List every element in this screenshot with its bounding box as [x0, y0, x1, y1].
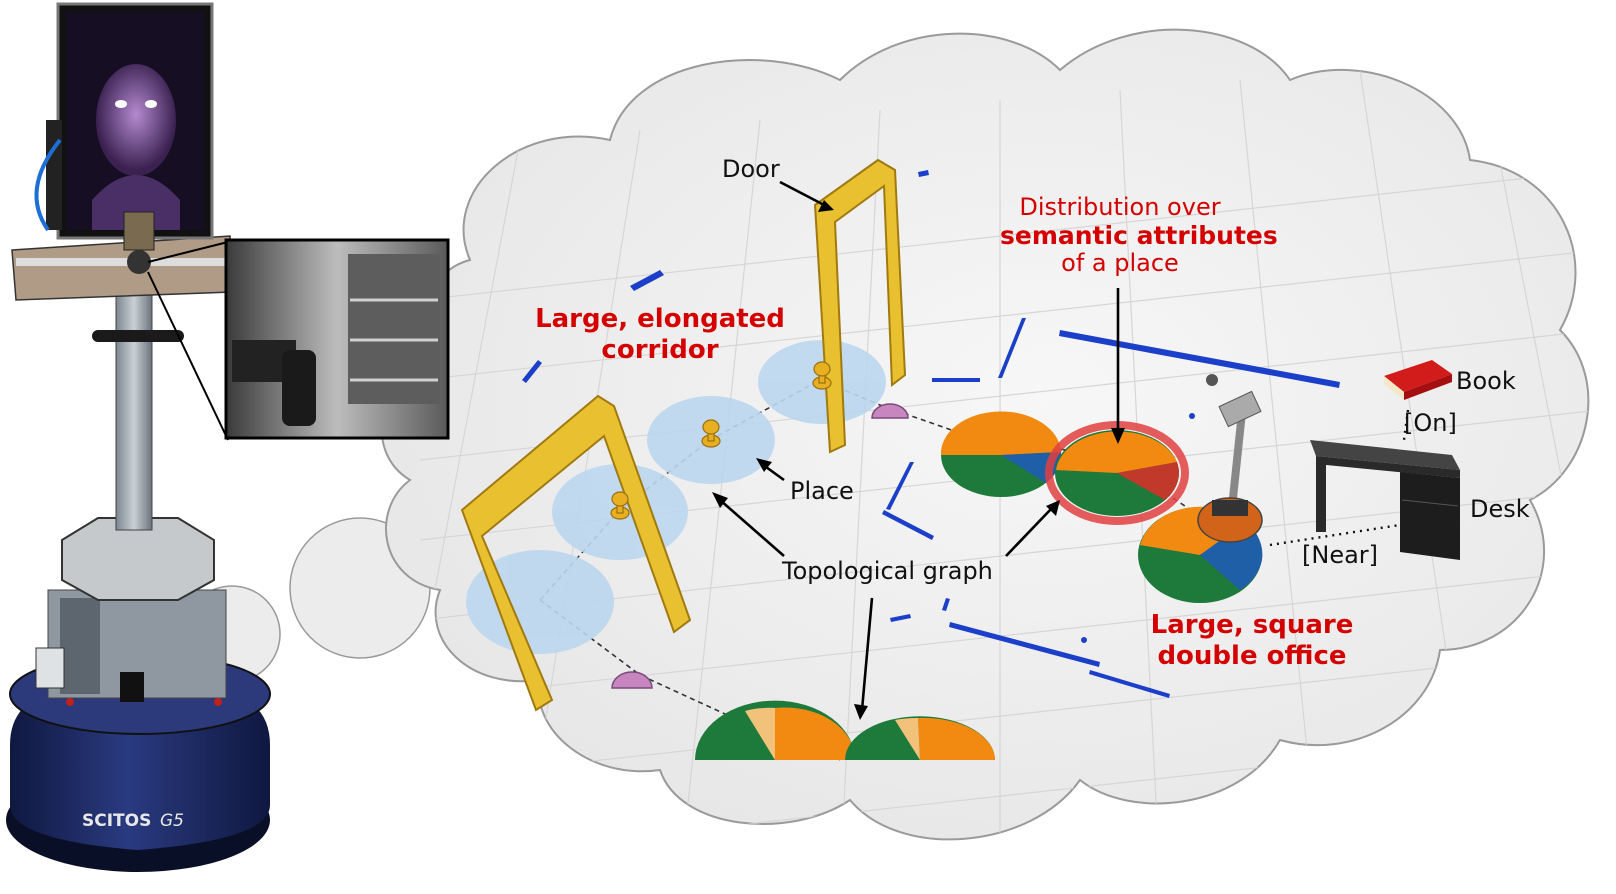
label-corridor-line2: corridor — [601, 335, 719, 366]
avatar-face — [96, 64, 176, 176]
label-office: Large, square double office — [1132, 610, 1372, 672]
pie-place-bottom-1 — [695, 700, 856, 760]
relation-lines — [1269, 409, 1410, 547]
label-corridor: Large, elongated corridor — [520, 304, 800, 366]
book-model — [1384, 360, 1452, 400]
label-on-relation: [On] — [1404, 409, 1457, 437]
label-desk: Desk — [1470, 495, 1530, 523]
label-office-line1: Large, square — [1150, 610, 1354, 640]
label-distribution-line2: semantic attributes — [1000, 220, 1278, 250]
label-office-line2: double office — [1157, 641, 1347, 672]
label-topological-graph: Topological graph — [782, 557, 993, 585]
annotation-arrows — [719, 180, 1120, 711]
robot-model-in-map — [1197, 374, 1263, 543]
desk-model — [1310, 440, 1460, 560]
pie-place-1 — [940, 411, 1062, 497]
pie-place-bottom-2 — [845, 716, 996, 760]
door-frame-1 — [813, 158, 907, 454]
label-place: Place — [790, 477, 854, 505]
door-frame-2 — [460, 394, 692, 712]
laser-scan-points — [522, 170, 1340, 698]
label-near-relation: [Near] — [1302, 541, 1379, 569]
label-distribution-line1: Distribution over — [1019, 193, 1221, 221]
label-door: Door — [722, 155, 780, 183]
label-distribution: Distribution over semantic attributes of… — [1000, 193, 1278, 278]
arrow-heads — [712, 200, 1125, 720]
robot-model-text: G5 — [160, 811, 184, 831]
semantic-pies — [695, 411, 1263, 760]
label-distribution-line3: of a place — [1061, 249, 1179, 278]
robot-brand-text: SCITOS — [82, 811, 151, 831]
robot-photo: SCITOS G5 — [6, 2, 450, 872]
label-book: Book — [1456, 367, 1516, 395]
label-corridor-line1: Large, elongated — [535, 304, 785, 334]
